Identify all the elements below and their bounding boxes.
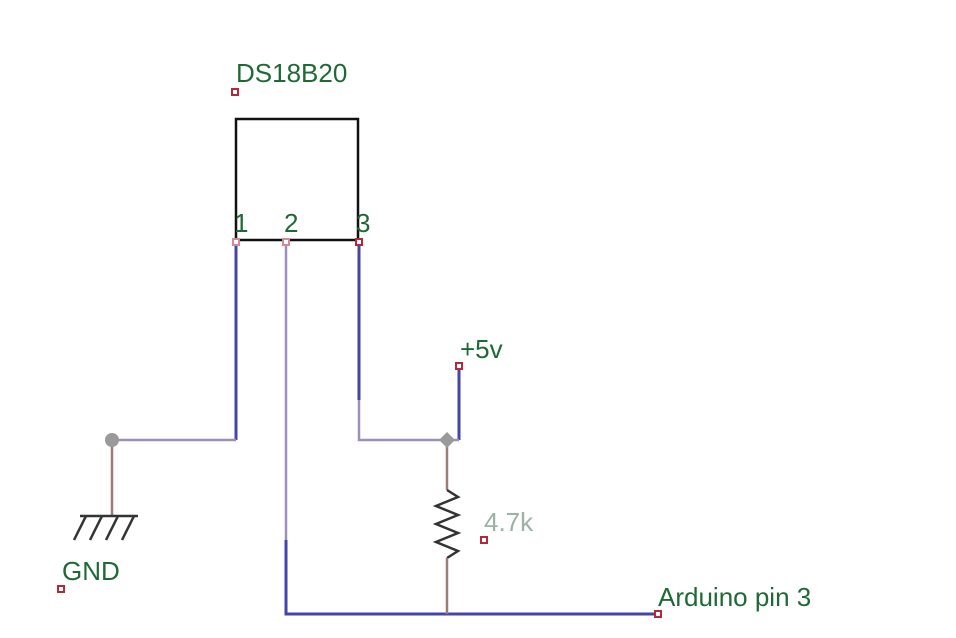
- component-origin-marker: [231, 88, 239, 96]
- data-pin-marker: [654, 610, 662, 618]
- wire-pin3-horizontal: [357, 400, 447, 442]
- component-name-label: DS18B20: [236, 58, 347, 88]
- resistor-value-label: 4.7k: [484, 507, 534, 537]
- supply-label: +5v: [460, 334, 503, 364]
- supply-marker: [455, 362, 463, 370]
- wire-data-line: [284, 540, 658, 616]
- data-pin-label: Arduino pin 3: [658, 582, 811, 612]
- resistor-value-marker: [480, 536, 488, 544]
- pin-marker-icon: [282, 238, 290, 246]
- pin-1-label: 1: [234, 208, 248, 238]
- ds18b20-body: [234, 117, 360, 242]
- junction-dot-icon: [105, 433, 119, 447]
- ground-marker: [57, 585, 65, 593]
- ground-label: GND: [62, 556, 120, 586]
- ground-icon: [72, 514, 138, 541]
- pin-3-label: 3: [356, 208, 370, 238]
- pin-marker-icon: [355, 238, 363, 246]
- resistor-icon: [432, 488, 462, 560]
- pin-marker-icon: [232, 238, 240, 246]
- pin-2-label: 2: [284, 208, 298, 238]
- junction-dot-icon: [439, 432, 455, 448]
